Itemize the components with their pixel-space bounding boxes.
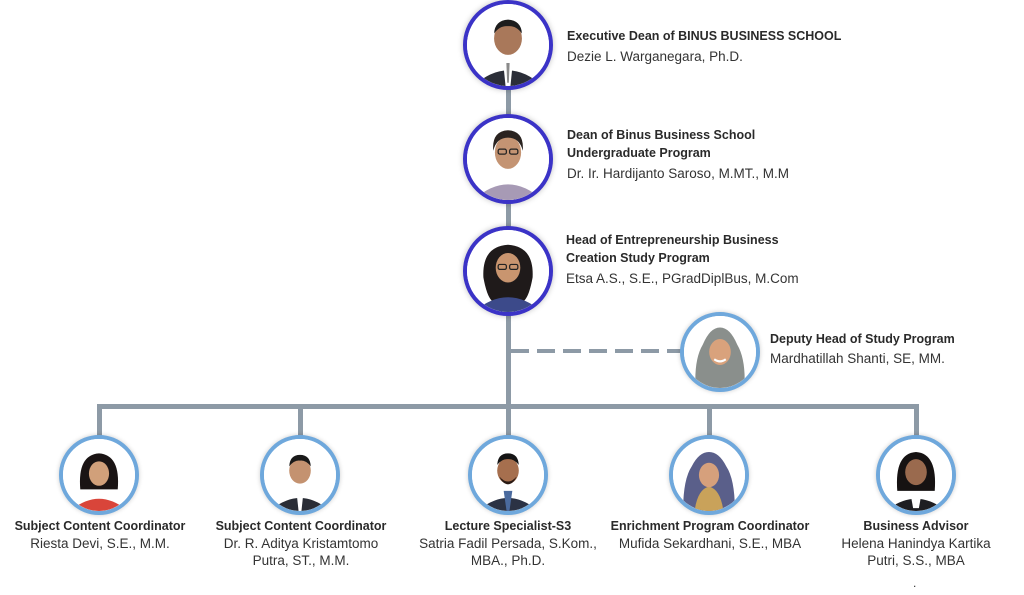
deputy-head-name: Mardhatillah Shanti, SE, MM. xyxy=(770,351,945,366)
connector-drop-4 xyxy=(707,404,712,439)
staff-4-name-line1: Mufida Sekardhani, S.E., MBA xyxy=(618,536,802,551)
staff-5-name-line1: Helena Hanindya Kartika xyxy=(841,536,991,551)
dashed-connector xyxy=(641,349,659,353)
trailing-mark: . xyxy=(913,576,917,590)
dashed-connector xyxy=(511,349,529,353)
staff-4-text: Enrichment Program Coordinator Mufida Se… xyxy=(610,517,810,552)
dean-undergrad-role-line2: Undergraduate Program xyxy=(567,146,711,160)
dean-undergrad-text: Dean of Binus Business School Undergradu… xyxy=(567,126,789,183)
deputy-head-text: Deputy Head of Study Program Mardhatilla… xyxy=(770,330,955,368)
staff-5-name-line2: Putri, S.S., MBA xyxy=(867,553,965,568)
staff-3-role: Lecture Specialist-S3 xyxy=(444,519,572,533)
dashed-connector xyxy=(537,349,555,353)
staff-2-name-line2: Putra, ST., M.M. xyxy=(252,553,350,568)
connector-drop-2 xyxy=(298,404,303,439)
staff-3-text: Lecture Specialist-S3 Satria Fadil Persa… xyxy=(408,517,608,569)
dean-undergrad-name: Dr. Ir. Hardijanto Saroso, M.MT., M.M xyxy=(567,166,790,181)
dashed-connector xyxy=(615,349,633,353)
person-photo-icon xyxy=(467,230,549,312)
staff-5-photo xyxy=(876,435,956,515)
person-photo-icon xyxy=(472,439,544,511)
person-photo-icon xyxy=(264,439,336,511)
dean-undergrad-photo xyxy=(463,114,553,204)
executive-dean-role: Executive Dean of BINUS BUSINESS SCHOOL xyxy=(567,29,842,43)
staff-3-photo xyxy=(468,435,548,515)
staff-4-role: Enrichment Program Coordinator xyxy=(610,519,810,533)
executive-dean-text: Executive Dean of BINUS BUSINESS SCHOOL … xyxy=(567,27,841,66)
staff-2-text: Subject Content Coordinator Dr. R. Adity… xyxy=(201,517,401,569)
deputy-head-photo xyxy=(680,312,760,392)
person-photo-icon xyxy=(467,4,549,86)
head-program-text: Head of Entrepreneurship Business Creati… xyxy=(566,231,799,288)
person-photo-icon xyxy=(63,439,135,511)
head-program-role-line1: Head of Entrepreneurship Business xyxy=(566,233,779,247)
person-photo-icon xyxy=(673,439,745,511)
person-photo-icon xyxy=(880,439,952,511)
staff-4-photo xyxy=(669,435,749,515)
person-photo-icon xyxy=(467,118,549,200)
deputy-head-role: Deputy Head of Study Program xyxy=(770,332,955,346)
staff-3-name-line2: MBA., Ph.D. xyxy=(470,553,546,568)
staff-2-role: Subject Content Coordinator xyxy=(215,519,387,533)
staff-3-name-line1: Satria Fadil Persada, S.Kom., xyxy=(419,536,597,551)
staff-5-text: Business Advisor Helena Hanindya Kartika… xyxy=(816,517,1016,569)
connector-drop-5 xyxy=(914,404,919,439)
executive-dean-photo xyxy=(463,0,553,90)
executive-dean-name: Dezie L. Warganegara, Ph.D. xyxy=(567,49,743,64)
staff-5-role: Business Advisor xyxy=(863,519,969,533)
head-program-role-line2: Creation Study Program xyxy=(566,251,710,265)
dean-undergrad-role-line1: Dean of Binus Business School xyxy=(567,128,756,142)
person-photo-icon xyxy=(684,316,756,388)
dashed-connector xyxy=(563,349,581,353)
head-program-name: Etsa A.S., S.E., PGradDiplBus, M.Com xyxy=(566,271,799,286)
staff-2-name-line1: Dr. R. Aditya Kristamtomo xyxy=(223,536,379,551)
staff-2-photo xyxy=(260,435,340,515)
connector-drop-3 xyxy=(506,404,511,439)
dashed-connector xyxy=(589,349,607,353)
staff-1-name-line1: Riesta Devi, S.E., M.M. xyxy=(30,536,170,551)
head-program-photo xyxy=(463,226,553,316)
staff-1-role: Subject Content Coordinator xyxy=(14,519,186,533)
staff-1-photo xyxy=(59,435,139,515)
connector-drop-1 xyxy=(97,404,102,439)
dashed-connector xyxy=(667,349,681,353)
staff-1-text: Subject Content Coordinator Riesta Devi,… xyxy=(0,517,200,552)
